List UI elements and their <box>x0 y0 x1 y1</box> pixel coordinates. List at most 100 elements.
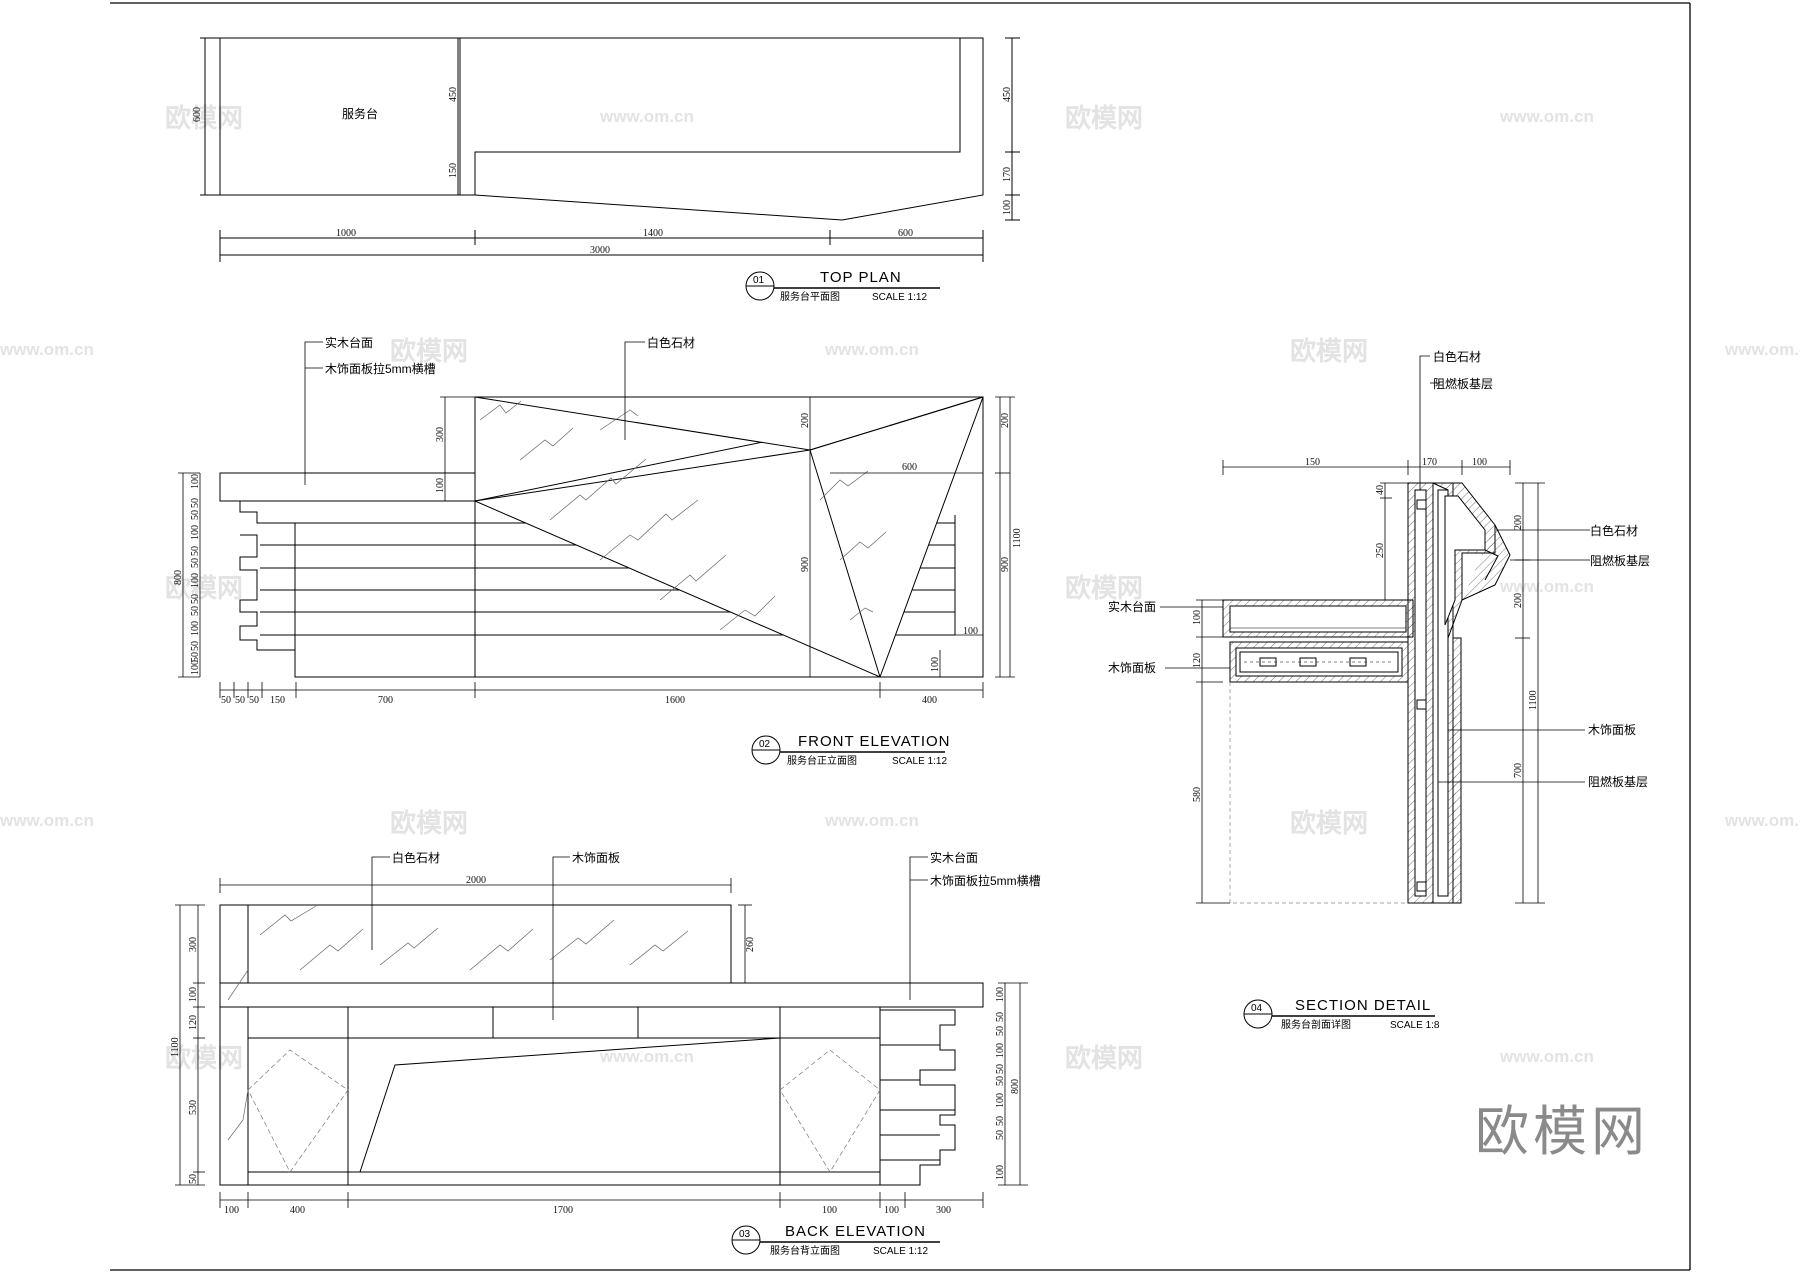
dim-text: 170 <box>1422 457 1437 468</box>
section-detail-dims <box>1160 355 1590 904</box>
dim-text: 700 <box>378 695 393 706</box>
dim-text: 120 <box>188 1015 199 1030</box>
dim-text: 450 <box>1002 87 1013 102</box>
dim-text: 100 <box>1472 457 1487 468</box>
watermark-logo: 欧模网 <box>390 808 468 838</box>
material-label: 木饰面板 <box>1108 661 1156 675</box>
drawing-subtitle: 服务台平面图 <box>780 290 840 303</box>
dim-text: 600 <box>192 107 203 122</box>
stone-veins <box>479 400 887 631</box>
dim-text: 250 <box>1375 543 1386 558</box>
dim-text: 2000 <box>466 875 486 886</box>
dim-text: 800 <box>1010 1079 1021 1094</box>
drawing-scale: SCALE 1:12 <box>892 756 947 767</box>
dim-text: 50 <box>995 1076 1006 1086</box>
dim-text: 200 <box>1000 413 1011 428</box>
dim-text: 120 <box>1192 653 1203 668</box>
dim-text: 580 <box>1192 787 1203 802</box>
dim-text: 50 <box>235 695 245 706</box>
dim-text: 50 <box>190 546 201 556</box>
dim-text: 100 <box>995 1093 1006 1108</box>
dim-text: 50 <box>190 652 201 662</box>
dim-text: 100 <box>822 1205 837 1216</box>
drawing-number: 01 <box>753 275 765 286</box>
watermark-logo: 欧模网 <box>165 1043 243 1073</box>
dim-text: 50 <box>995 1130 1006 1140</box>
dim-text: 100 <box>190 474 201 489</box>
dim-text: 50 <box>190 641 201 651</box>
dim-text: 100 <box>995 1043 1006 1058</box>
section-detail-title-block: 04 SECTION DETAIL 服务台剖面详图 SCALE 1:8 <box>1243 997 1440 1031</box>
top-plan-title-block: 01 TOP PLAN 服务台平面图 SCALE 1:12 <box>745 269 940 303</box>
drawing-scale: SCALE 1:12 <box>873 1246 928 1257</box>
back-stone-veins <box>227 905 689 1141</box>
dim-text: 100 <box>884 1205 899 1216</box>
watermark-logo: 欧模网 <box>165 103 243 133</box>
dim-text: 50 <box>190 558 201 568</box>
dim-text: 1100 <box>1012 528 1023 548</box>
dim-text: 200 <box>1513 593 1524 608</box>
dim-text: 1100 <box>170 1037 181 1057</box>
watermark-url: www.om.cn <box>599 1047 694 1066</box>
drawing-subtitle: 服务台正立面图 <box>787 754 857 767</box>
dim-text: 100 <box>995 1165 1006 1180</box>
watermark-url: www.om.cn <box>0 811 94 830</box>
dim-text: 3000 <box>590 245 610 256</box>
dim-text: 100 <box>963 626 978 637</box>
dim-text: 50 <box>190 510 201 520</box>
back-elevation-dims <box>175 856 1028 1208</box>
section-detail-view <box>1222 482 1511 904</box>
dim-text: 1100 <box>1528 690 1539 710</box>
dim-text: 50 <box>995 1012 1006 1022</box>
dim-text: 200 <box>800 413 811 428</box>
dim-text: 100 <box>224 1205 239 1216</box>
watermark-url: www.om.cn <box>1724 811 1800 830</box>
dim-text: 300 <box>188 937 199 952</box>
front-elevation-labels: 实木台面 木饰面板拉5mm横槽 白色石材 300 100 200 600 900… <box>173 335 1023 706</box>
front-elevation-dims <box>178 341 1015 698</box>
watermark-url: www.om.cn <box>1499 1047 1594 1066</box>
drawing-title: TOP PLAN <box>820 269 902 286</box>
watermark-logo: 欧模网 <box>1065 1043 1143 1073</box>
watermark-url: www.om.cn <box>824 340 919 359</box>
material-label: 实木台面 <box>1108 599 1156 614</box>
dim-text: 600 <box>902 462 917 473</box>
drawing-number: 02 <box>759 739 771 750</box>
dim-text: 170 <box>1002 167 1013 182</box>
dim-text: 100 <box>1192 610 1203 625</box>
dim-text: 100 <box>190 621 201 636</box>
dim-text: 100 <box>930 657 941 672</box>
dim-text: 50 <box>221 695 231 706</box>
material-label: 阻燃板基层 <box>1590 553 1650 568</box>
watermark-logo: 欧模网 <box>1290 336 1368 366</box>
material-label: 实木台面 <box>930 850 978 865</box>
drawing-title: BACK ELEVATION <box>785 1223 926 1240</box>
drawing-number: 04 <box>1251 1003 1263 1014</box>
watermark-url: www.om.cn <box>0 340 94 359</box>
dim-text: 300 <box>435 427 446 442</box>
dim-text: 400 <box>290 1205 305 1216</box>
dim-text: 900 <box>800 557 811 572</box>
dim-text: 100 <box>190 573 201 588</box>
dim-text: 100 <box>190 660 201 675</box>
dim-text: 50 <box>190 594 201 604</box>
top-plan-view <box>200 37 1020 262</box>
material-label: 实木台面 <box>325 335 373 350</box>
back-elevation-view <box>219 904 984 1186</box>
watermark-logo: 欧模网 <box>1290 808 1368 838</box>
dim-text: 1000 <box>336 228 356 239</box>
drawing-scale: SCALE 1:8 <box>1390 1020 1440 1031</box>
dim-text: 150 <box>270 695 285 706</box>
material-label: 白色石材 <box>1590 523 1638 538</box>
back-hidden-lines <box>247 1049 881 1173</box>
watermark-url: www.om.cn <box>1724 340 1800 359</box>
dim-text: 50 <box>190 498 201 508</box>
room-label: 服务台 <box>342 106 378 121</box>
front-elevation-title-block: 02 FRONT ELEVATION 服务台正立面图 SCALE 1:12 <box>751 733 950 767</box>
dim-text: 1400 <box>643 228 663 239</box>
dim-text: 300 <box>936 1205 951 1216</box>
dim-text: 1600 <box>665 695 685 706</box>
dim-text: 100 <box>188 987 199 1002</box>
watermark-logo: 欧模网 <box>165 573 243 603</box>
